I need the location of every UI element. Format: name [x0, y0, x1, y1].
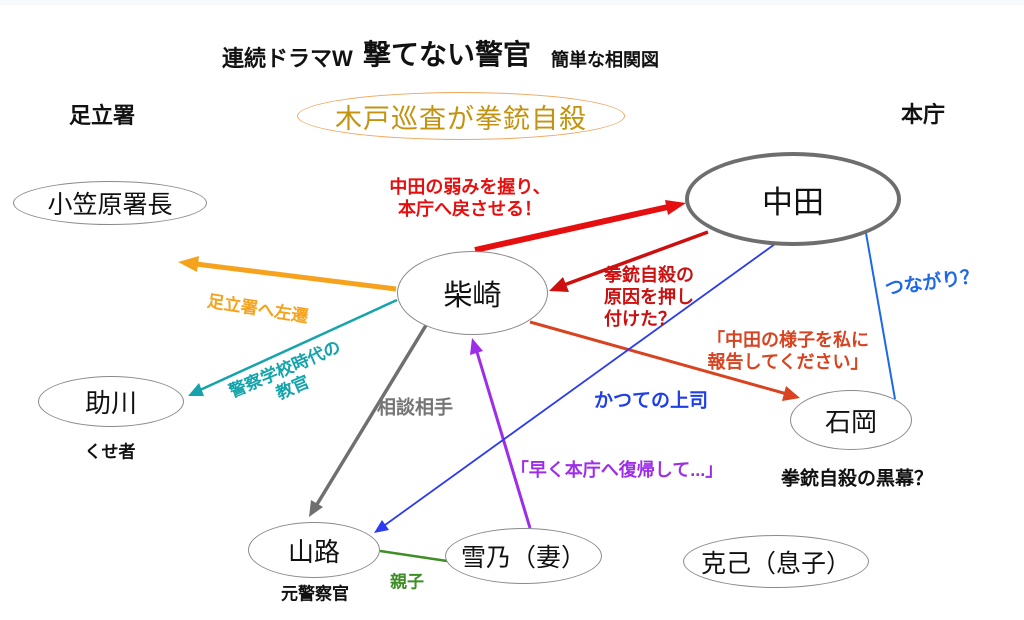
label-grip-line1: 中田の弱みを握り、 [389, 177, 551, 197]
node-katsumi-label: 克己（息子） [700, 549, 851, 578]
node-katsumi: 克己（息子） [683, 535, 869, 588]
caption-yamaji: 元警察官 [281, 584, 349, 604]
caption-ishioka: 拳銃自殺の黒幕？ [780, 468, 934, 490]
incident-banner-text: 木戸巡査が拳銃自殺 [335, 103, 587, 134]
edge-return-arrowhead [470, 338, 483, 355]
node-nakata-label: 中田 [762, 184, 824, 220]
node-yamaji-label: 山路 [287, 536, 340, 567]
node-nakata: 中田 [685, 152, 901, 246]
node-shibasaki: 柴崎 [397, 251, 548, 335]
node-ogasawara-label: 小笠原署長 [47, 191, 173, 219]
edge-academy-line [199, 298, 398, 392]
edge-report-arrowhead [782, 386, 800, 401]
label-consult: 相談相手 [376, 397, 454, 419]
label-grip-line2: 本庁へ戻させる！ [398, 199, 542, 219]
label-blame-line2: 原因を押し [604, 287, 694, 307]
edge-consult-arrowhead [309, 500, 323, 517]
edge-parentchild-line [379, 549, 448, 563]
node-yamaji: 山路 [248, 522, 380, 578]
label-blame: 拳銃自殺の 原因を押し 付けた？ [604, 264, 694, 330]
edge-grip-arrowhead [665, 200, 686, 215]
edge-boss-line [384, 243, 776, 526]
edge-connection-line [865, 232, 896, 400]
node-yukino-label: 雪乃（妻） [460, 544, 586, 572]
label-report-line2: 報告してください」 [707, 352, 869, 372]
node-shibasaki-label: 柴崎 [443, 280, 502, 312]
node-ishioka: 石岡 [790, 390, 912, 450]
node-ishioka-label: 石岡 [824, 406, 877, 437]
region-label-adachi: 足立署 [68, 103, 136, 128]
top-strip [0, 0, 1024, 5]
edge-blame-arrowhead [549, 277, 569, 292]
node-yukino: 雪乃（妻） [445, 528, 602, 584]
label-blame-line3: 付けた？ [604, 309, 676, 329]
page-title-series: 連続ドラマW [222, 46, 353, 71]
label-report-line1: 「中田の様子を私に [707, 330, 869, 350]
edge-boss-arrowhead [374, 520, 389, 533]
node-sukegawa: 助川 [38, 376, 184, 427]
edge-blame-line [563, 230, 709, 287]
page-title-sub: 簡単な相関図 [551, 50, 659, 70]
label-return-plea: 「早く本庁へ復帰して...」 [510, 460, 724, 480]
incident-banner: 木戸巡査が拳銃自殺 [297, 92, 625, 140]
node-sukegawa-label: 助川 [84, 388, 137, 418]
edge-report-line [529, 320, 788, 396]
label-report: 「中田の様子を私に 報告してください」 [707, 329, 869, 373]
label-grip: 中田の弱みを握り、 本庁へ戻させる！ [389, 176, 550, 220]
label-blame-line1: 拳銃自殺の [604, 265, 694, 285]
edge-demotion-arrowhead [178, 256, 199, 272]
page-title-main: 撃てない警官 [363, 39, 532, 70]
label-parent-child: 親子 [390, 572, 424, 592]
node-ogasawara: 小笠原署長 [13, 181, 207, 225]
edge-consult-line [314, 321, 430, 507]
region-label-honcho: 本庁 [900, 102, 946, 127]
caption-sukegawa: くせ者 [84, 442, 136, 462]
edge-grip-line [474, 204, 669, 253]
edge-demotion-line [195, 261, 397, 292]
edge-academy-arrowhead [188, 383, 204, 396]
label-former-boss: かつての上司 [593, 390, 709, 412]
